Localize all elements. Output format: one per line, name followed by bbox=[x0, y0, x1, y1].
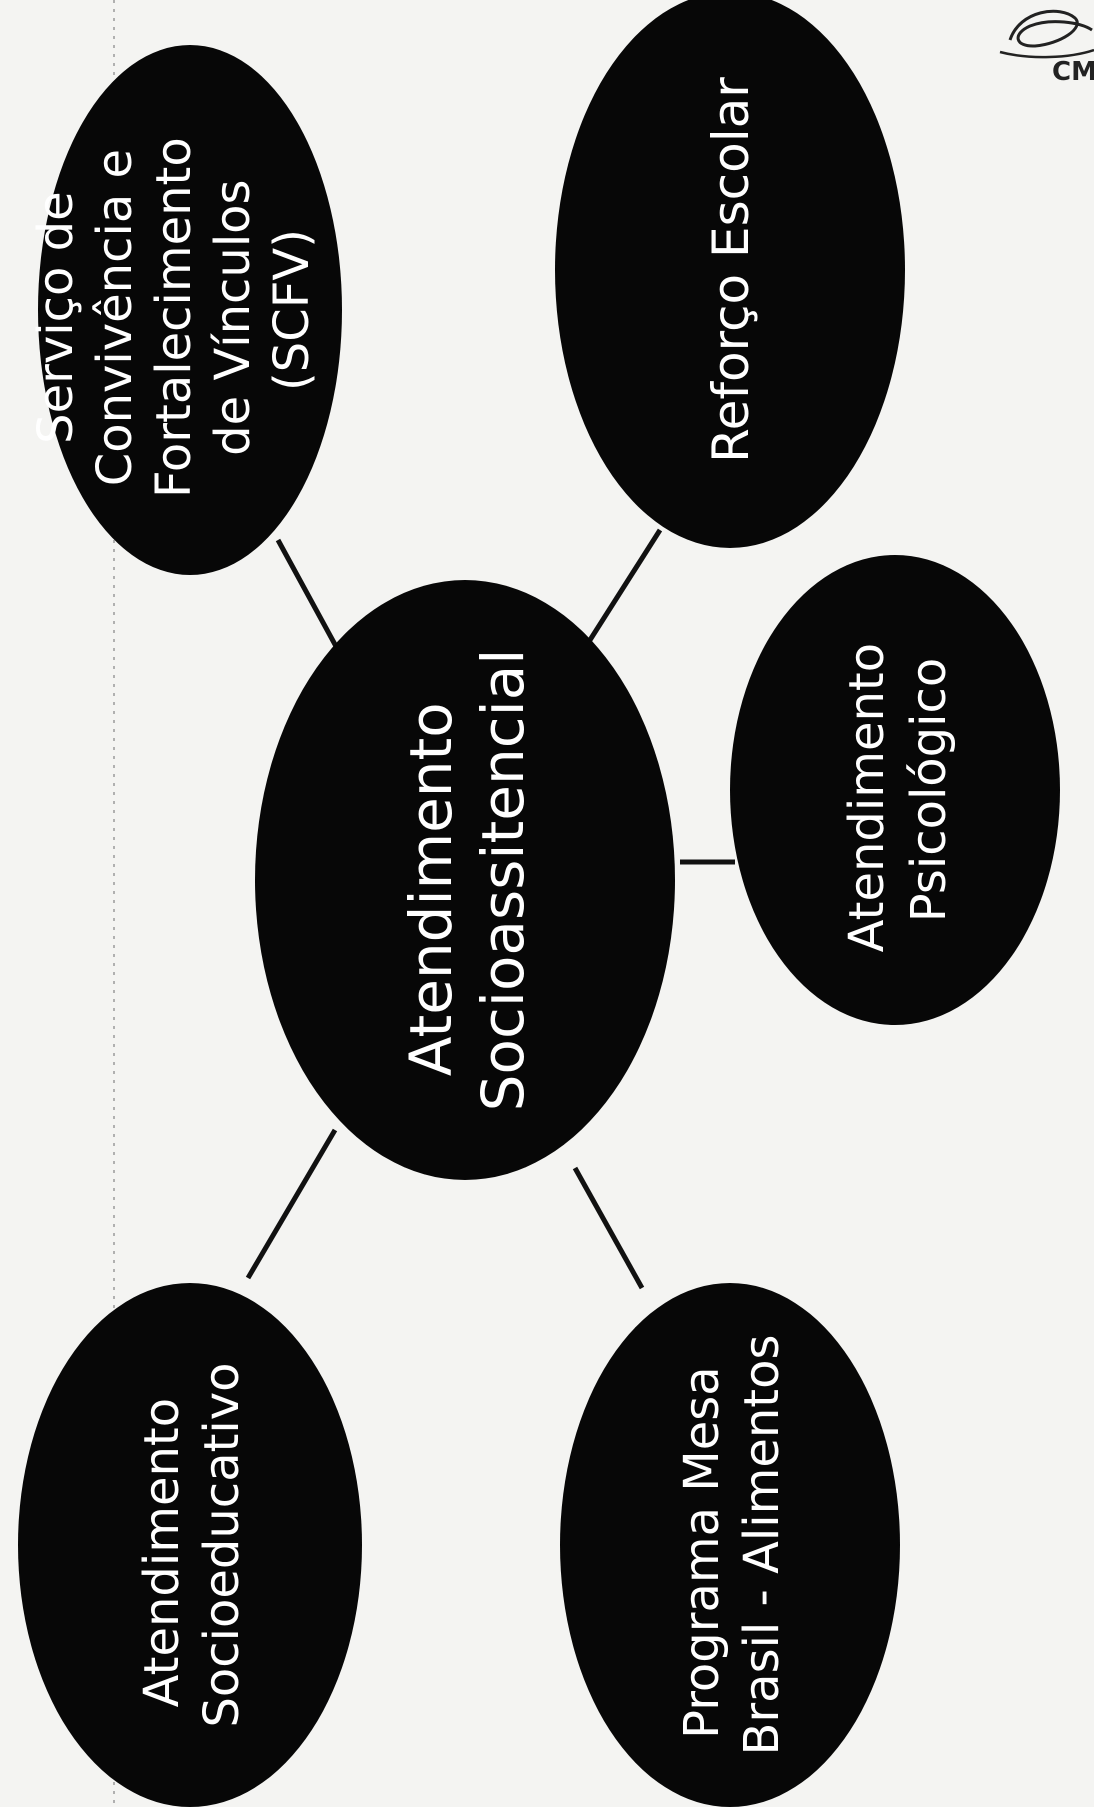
node-center-line-2: Socioassitencial bbox=[469, 649, 537, 1112]
node-scfv-line-1: Serviço de bbox=[28, 191, 84, 444]
node-center-shape bbox=[255, 580, 675, 1180]
node-scfv-line-3: Fortalecimento bbox=[146, 137, 202, 498]
connector-mesa bbox=[572, 1166, 645, 1290]
connector-socioeducativo bbox=[245, 1128, 338, 1280]
node-scfv-text: Serviço de Convivência e Fortalecimento … bbox=[28, 122, 320, 498]
node-socioeducativo-line-2: Socioeducativo bbox=[194, 1362, 250, 1727]
node-scfv-line-2: Convivência e bbox=[87, 149, 143, 486]
node-programa-mesa-brasil: Programa Mesa Brasil - Alimentos bbox=[560, 1283, 900, 1807]
node-scfv: Serviço de Convivência e Fortalecimento … bbox=[28, 45, 342, 575]
node-atendimento-psicologico: Atendimento Psicológico bbox=[730, 555, 1060, 1025]
node-scfv-shape bbox=[38, 45, 342, 575]
node-socioeducativo-shape bbox=[18, 1283, 362, 1807]
node-socioeducativo-text: Atendimento Socioeducativo bbox=[134, 1362, 250, 1727]
signature-stamp: CM bbox=[999, 9, 1094, 87]
connector-reforco bbox=[587, 528, 663, 642]
node-mesa-text: Programa Mesa Brasil - Alimentos bbox=[674, 1334, 790, 1755]
connectors bbox=[245, 528, 735, 1290]
node-reforco-text: Reforço Escolar bbox=[702, 77, 760, 463]
node-mesa-line-1: Programa Mesa bbox=[674, 1366, 730, 1739]
node-center: Atendimento Socioassitencial bbox=[255, 580, 675, 1180]
node-reforco-line-1: Reforço Escolar bbox=[702, 77, 760, 463]
node-reforco-shape bbox=[555, 0, 905, 548]
node-center-text: Atendimento Socioassitencial bbox=[397, 649, 537, 1112]
node-mesa-line-2: Brasil - Alimentos bbox=[734, 1334, 790, 1755]
node-atendimento-socioeducativo: Atendimento Socioeducativo bbox=[18, 1283, 362, 1807]
node-reforco-escolar: Reforço Escolar bbox=[555, 0, 905, 548]
signature-scribble bbox=[1008, 9, 1093, 48]
connector-scfv bbox=[275, 538, 341, 652]
node-psicologico-text: Atendimento Psicológico bbox=[839, 628, 957, 953]
node-scfv-line-5: (SCFV) bbox=[264, 229, 320, 391]
node-mesa-shape bbox=[560, 1283, 900, 1807]
signature-underline bbox=[999, 48, 1094, 59]
node-socioeducativo-line-1: Atendimento bbox=[134, 1398, 190, 1707]
stamp-label: CM bbox=[1052, 57, 1094, 87]
node-psicologico-line-2: Psicológico bbox=[901, 658, 957, 922]
node-psicologico-line-1: Atendimento bbox=[839, 643, 895, 952]
node-psicologico-shape bbox=[730, 555, 1060, 1025]
node-scfv-line-4: de Vínculos bbox=[205, 179, 261, 455]
node-center-line-1: Atendimento bbox=[397, 702, 465, 1076]
